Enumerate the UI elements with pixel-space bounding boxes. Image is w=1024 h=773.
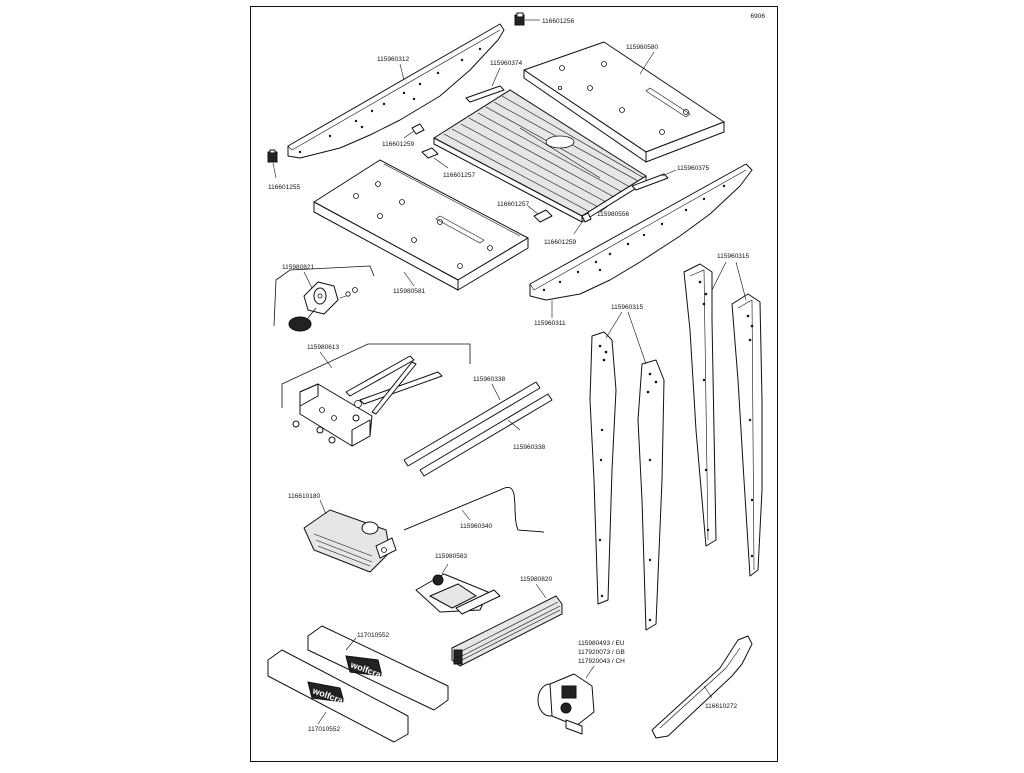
part-116610180: 116610180	[288, 493, 397, 573]
label-115980820: 115980820	[520, 576, 552, 583]
part-115960375-strip: 115960375	[631, 165, 709, 191]
label-115960312: 115960312	[377, 56, 409, 63]
part-116601257-block-a: 116601257	[421, 147, 475, 179]
part-115980493-motor-unit: 115980493 / EU 117920073 / GB 117920043 …	[537, 640, 625, 735]
label-116601259a: 116601259	[382, 141, 414, 148]
label-115960311: 115960311	[534, 320, 566, 327]
part-115960315-legs-a: 115960315	[589, 304, 665, 631]
sheet-number: 6906	[751, 13, 766, 20]
part-116601257-block-b: 116601257	[497, 201, 553, 223]
label-116610272: 116610272	[705, 703, 737, 710]
part-116601259-clip-b: 116601259	[544, 212, 592, 246]
part-115980556-slotted-center: 115980556	[433, 89, 647, 223]
label-115980493: 115980493 / EU	[578, 640, 625, 647]
part-117010552-decal-b: wolfcraft 117010552	[267, 649, 409, 743]
part-116610272-push-stick: 116610272	[651, 635, 753, 739]
label-117010552b: 117010552	[308, 726, 340, 733]
label-115960340: 115960340	[460, 523, 492, 530]
label-115980581: 115980581	[393, 288, 425, 295]
label-116601259b: 116601259	[544, 239, 576, 246]
label-115980613: 115980613	[307, 344, 339, 351]
label-115960315a: 115960315	[611, 304, 643, 311]
label-115960338a: 115960338	[473, 376, 505, 383]
part-115980583-miter-guide: 115980583	[415, 553, 501, 615]
part-116601255: 116601255	[267, 149, 300, 191]
label-117920043: 117920043 / CH	[578, 658, 625, 665]
label-116601257b: 116601257	[497, 201, 529, 208]
label-115980583: 115980583	[435, 553, 467, 560]
part-115960311-side-rail: 115960311	[529, 163, 753, 327]
label-117920073: 117920073 / GB	[578, 649, 625, 656]
label-116610180: 116610180	[288, 493, 320, 500]
part-115960340-bent-rod: 115960340	[403, 486, 545, 533]
label-115960375: 115960375	[677, 165, 709, 172]
part-115960312-side-rail: 115960312	[287, 23, 505, 159]
label-117010552a: 117010552	[357, 632, 389, 639]
part-115980580-table-plate: 115980580	[523, 41, 725, 163]
part-115960338-rods: 115960338 115960338	[403, 376, 553, 477]
label-116601255: 116601255	[268, 184, 300, 191]
label-115960338b: 115960338	[513, 444, 545, 451]
label-116601257a: 116601257	[443, 172, 475, 179]
part-115980820-fence: 115980820	[451, 576, 563, 667]
label-115980821: 115980821	[282, 264, 314, 271]
label-115960374: 115960374	[490, 60, 522, 67]
part-115960315-legs-b: 115960315	[683, 253, 763, 577]
part-115980613-rail-clamp: 115980613	[281, 343, 471, 447]
label-116601256: 116601256	[542, 18, 574, 25]
label-115980556: 115980556	[597, 211, 629, 218]
part-115980821-knob-assembly: 115980821	[273, 264, 375, 332]
part-115980581-table-plate: 115980581	[313, 159, 529, 295]
part-115960374-strip: 115960374	[465, 60, 522, 103]
part-116601259-clip-a: 116601259	[382, 123, 425, 148]
part-116601256: 116601256	[514, 12, 574, 26]
label-115960315b: 115960315	[717, 253, 749, 260]
label-115980580: 115980580	[626, 44, 658, 51]
